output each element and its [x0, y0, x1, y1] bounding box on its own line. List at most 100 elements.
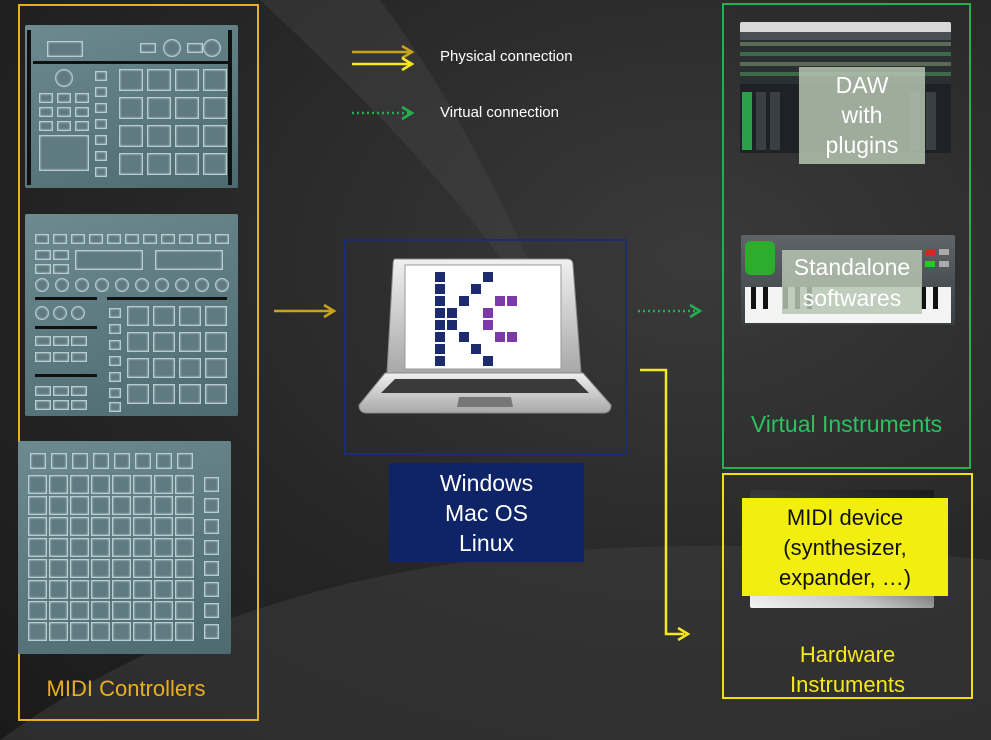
device-line-2: (synthesizer, [783, 535, 907, 560]
grid-pad [154, 475, 173, 494]
controller-2-image [25, 214, 238, 416]
grid-pad [133, 622, 152, 641]
grid-pad [28, 475, 47, 494]
grid-pad [49, 496, 68, 515]
grid-pad [91, 580, 110, 599]
controller-3-image [18, 441, 231, 654]
pad-top-button [114, 453, 130, 469]
arrow-computer-to-virtual [638, 303, 703, 319]
hardware-label-line-2: Instruments [790, 672, 905, 697]
grid-pad [133, 475, 152, 494]
logo-pixel [495, 296, 505, 306]
grid-pad [133, 559, 152, 578]
midi-device-box [742, 498, 948, 596]
grid-pad [175, 475, 194, 494]
pad-top-button [177, 453, 193, 469]
pad-side-button [204, 519, 219, 534]
logo-pixel [495, 332, 505, 342]
logo-pixel [435, 272, 445, 282]
grid-pad [175, 601, 194, 620]
logo-pixel [435, 332, 445, 342]
grid-pad [49, 475, 68, 494]
grid-pad [112, 475, 131, 494]
grid-pad [175, 580, 194, 599]
grid-pad [112, 538, 131, 557]
logo-pixel [447, 308, 457, 318]
daw-line-1: DAW [835, 72, 889, 98]
pad-top-button [156, 453, 172, 469]
logo-pixel [435, 284, 445, 294]
logo-pixel [483, 356, 493, 366]
pad-side-button [204, 498, 219, 513]
grid-pad [112, 601, 131, 620]
logo-pixel [435, 308, 445, 318]
device-line-1: MIDI device [786, 505, 904, 530]
grid-pad [154, 538, 173, 557]
pad-side-button [204, 582, 219, 597]
logo-pixel [471, 344, 481, 354]
os-box [389, 463, 584, 562]
logo-pixel [459, 296, 469, 306]
grid-pad [91, 601, 110, 620]
grid-pad [28, 622, 47, 641]
daw-line-2: with [841, 102, 883, 128]
logo-pixel [483, 308, 493, 318]
hardware-label-line-1: Hardware [799, 642, 896, 667]
grid-pad [154, 517, 173, 536]
midi-controllers-group [18, 4, 259, 721]
logo-pixel [471, 284, 481, 294]
pad-top-button [30, 453, 46, 469]
legend-virtual-arrow [352, 105, 415, 121]
grid-pad [70, 559, 89, 578]
grid-pad [133, 580, 152, 599]
grid-pad [91, 559, 110, 578]
daw-line-3: plugins [825, 132, 899, 158]
grid-pad [133, 538, 152, 557]
legend-virtual-label: Virtual connection [440, 104, 559, 121]
grid-pad [70, 475, 89, 494]
grid-pad [133, 601, 152, 620]
grid-pad [154, 622, 173, 641]
grid-pad [175, 622, 194, 641]
arrow-computer-to-hardware [640, 368, 691, 642]
grid-pad [70, 622, 89, 641]
grid-pad [28, 559, 47, 578]
grid-pad [49, 538, 68, 557]
grid-pad [49, 559, 68, 578]
pad-top-button [72, 453, 88, 469]
hardware-instruments-group [722, 473, 973, 699]
grid-pad [154, 496, 173, 515]
grid-pad [28, 496, 47, 515]
virtual-instruments-group [722, 3, 971, 469]
pad-side-button [204, 624, 219, 639]
pad-top-button [135, 453, 151, 469]
grid-pad [28, 538, 47, 557]
logo-pixel [435, 320, 445, 330]
pad-side-button [204, 477, 219, 492]
pad-top-button [51, 453, 67, 469]
grid-pad [175, 559, 194, 578]
os-windows: Windows [439, 470, 534, 496]
grid-pad [70, 601, 89, 620]
pad-side-button [204, 561, 219, 576]
grid-pad [28, 580, 47, 599]
grid-pad [28, 601, 47, 620]
grid-pad [112, 559, 131, 578]
logo-pixel [447, 320, 457, 330]
grid-pad [112, 622, 131, 641]
grid-pad [91, 475, 110, 494]
os-linux: Linux [459, 530, 514, 556]
os-mac: Mac OS [444, 500, 529, 526]
logo-pixel [507, 332, 517, 342]
kontrol-logo-icon [435, 272, 517, 366]
logo-pixel [435, 344, 445, 354]
grid-pad [49, 622, 68, 641]
logo-pixel [483, 320, 493, 330]
computer-box [344, 239, 627, 455]
arrow-controllers-to-computer [274, 303, 337, 319]
grid-pad [70, 580, 89, 599]
virtual-instruments-label: Virtual Instruments [750, 411, 943, 437]
midi-controllers-label: MIDI Controllers [46, 676, 206, 701]
grid-pad [70, 496, 89, 515]
logo-pixel [507, 296, 517, 306]
